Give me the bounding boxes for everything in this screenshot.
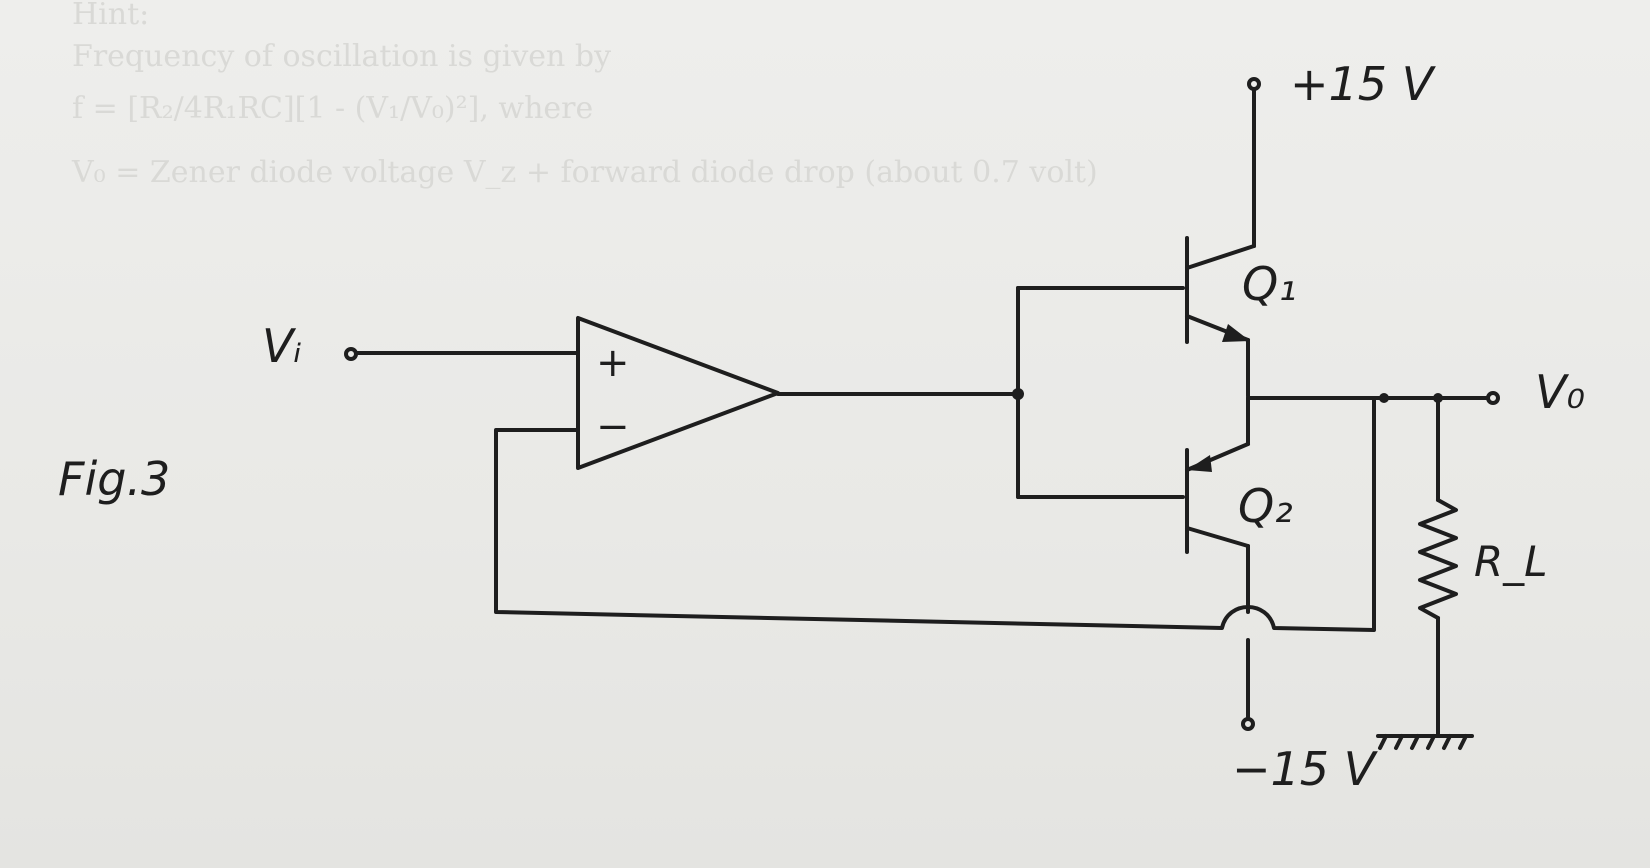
positive-supply-terminal — [1247, 77, 1261, 91]
q1-label: Q₁ — [1242, 257, 1297, 311]
q2-emitter-arrow — [1187, 455, 1212, 472]
feedback-junction-dot — [1379, 393, 1389, 403]
positive-supply-label: +15 V — [1290, 57, 1437, 111]
q2-collector-lead — [1185, 526, 1250, 548]
output-voltage-label: V₀ — [1535, 365, 1585, 419]
faded-text-line-0: Hint: — [72, 0, 149, 32]
q1-collector-lead — [1185, 244, 1256, 270]
load-resistor-zigzag — [1418, 498, 1458, 620]
figure-label: Fig.3 — [58, 452, 170, 506]
faded-text-line-1: Frequency of oscillation is given by — [72, 39, 611, 74]
q1-emitter-arrow — [1222, 324, 1250, 342]
ground-icon — [1376, 734, 1474, 750]
negative-supply-terminal — [1241, 717, 1255, 731]
opamp-minus-sign: − — [596, 404, 630, 450]
output-terminal — [1486, 391, 1500, 405]
load-resistor-label: R_L — [1474, 537, 1548, 586]
input-voltage-label: Vᵢ — [262, 319, 302, 373]
q2-label: Q₂ — [1238, 479, 1293, 533]
feedback-wire — [494, 396, 1376, 632]
opamp-plus-sign: + — [596, 340, 630, 386]
opamp-triangle — [576, 316, 780, 470]
input-terminal — [344, 347, 358, 361]
faded-text-line-2: f = [R₂/4R₁RC][1 - (V₁/V₀)²], where — [72, 91, 593, 126]
negative-supply-label: −15 V — [1232, 742, 1379, 796]
faded-text-line-3: V₀ = Zener diode voltage V_z + forward d… — [71, 155, 1098, 190]
